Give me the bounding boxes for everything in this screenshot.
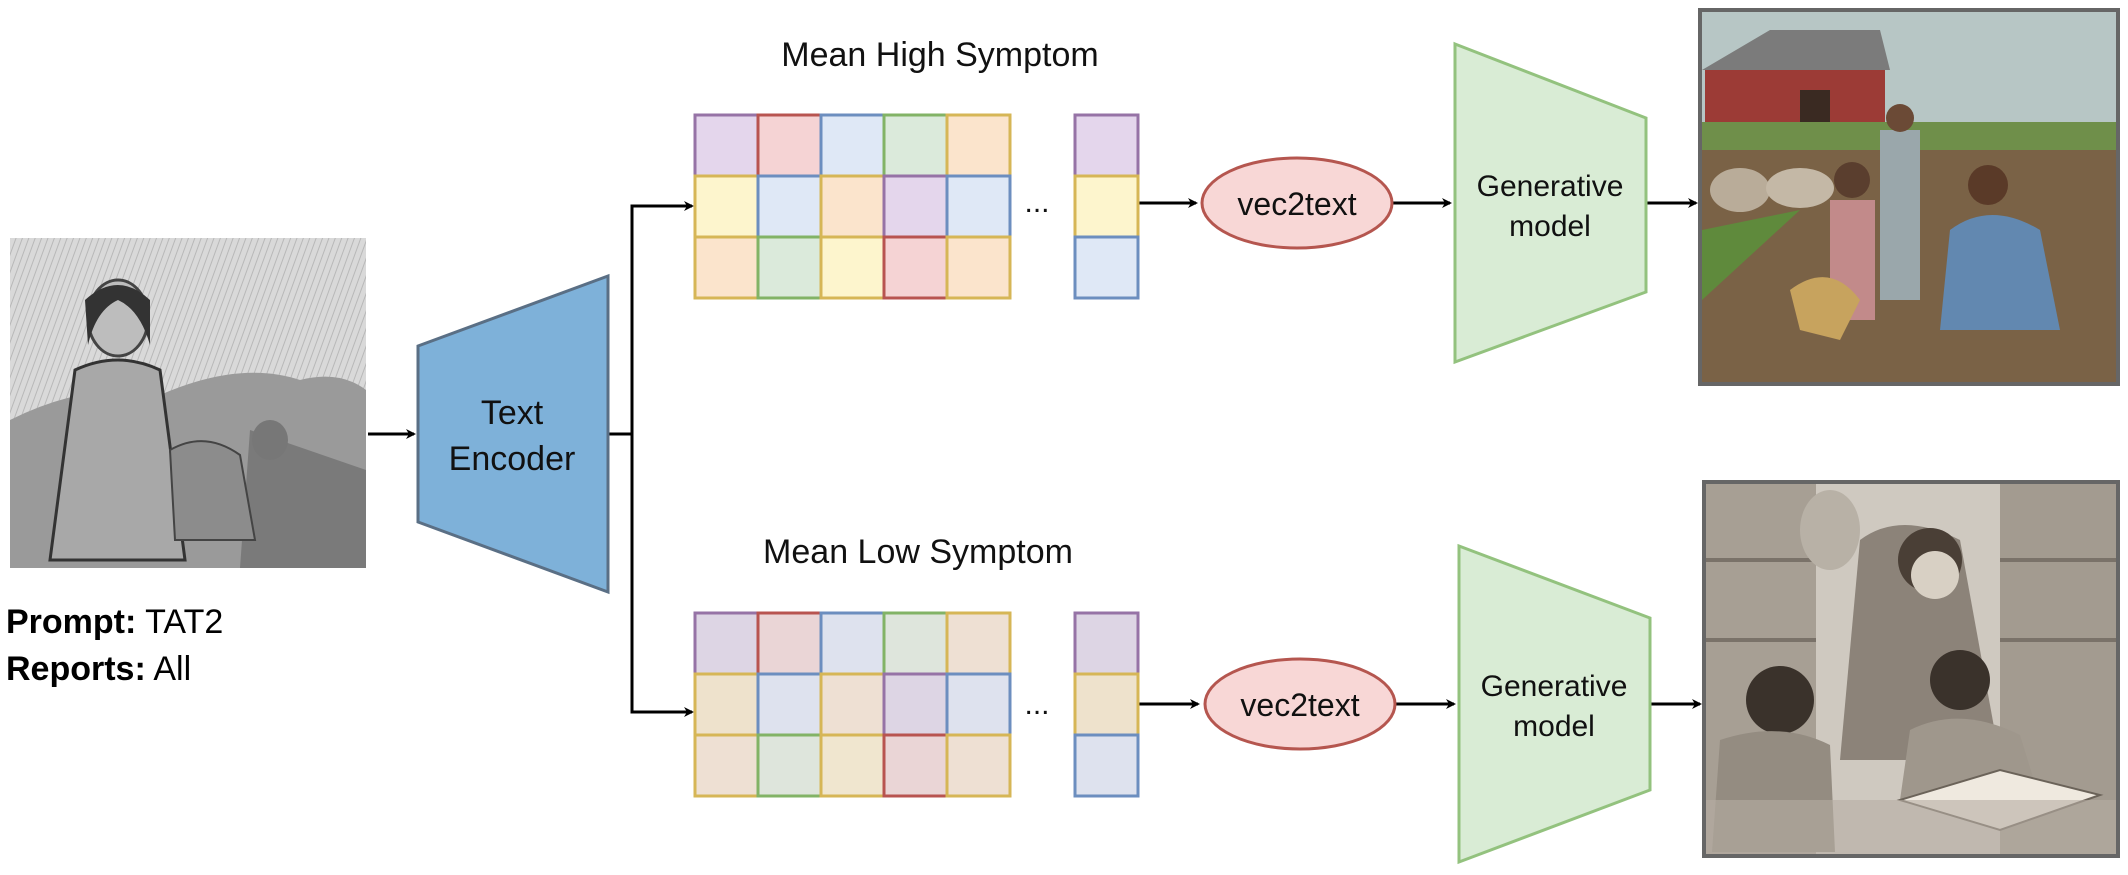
low-grid-cell [819, 733, 886, 798]
high-last-column-cell [1073, 113, 1140, 178]
low-grid-cell [693, 611, 760, 676]
low-grid-cell [756, 733, 823, 798]
high-grid-cell [882, 235, 949, 300]
high-grid-cell [756, 174, 823, 239]
high-grid-cell [756, 235, 823, 300]
high-grid-cell [693, 235, 760, 300]
low-symptom-embedding-grid [693, 611, 1140, 798]
arrows [368, 198, 1702, 717]
high-grid-cell [693, 113, 760, 178]
text-encoder-label-line1: Text [481, 394, 544, 432]
high-last-column-cell [1073, 235, 1140, 300]
low-grid-cell [693, 733, 760, 798]
low-last-column-cell [1073, 611, 1140, 676]
high-vec2text-node: vec2text [1200, 156, 1394, 250]
low-grid-cell [756, 672, 823, 737]
low-grid-cell [882, 611, 949, 676]
low-grid-cell [945, 611, 1012, 676]
high-grid-cell [945, 174, 1012, 239]
low-symptom-output-image [1702, 480, 2120, 858]
low-last-column-cell [1073, 733, 1140, 798]
arrow-encoder-split-low [630, 434, 694, 717]
input-tat-image [10, 238, 366, 568]
low-last-column-cell [1073, 672, 1140, 737]
high-grid-cell [819, 113, 886, 178]
high-grid-ellipsis: ... [1024, 186, 1049, 219]
low-grid-cell [693, 672, 760, 737]
high-last-column-cell [1073, 174, 1140, 239]
prompt-line: Prompt: TAT2 [6, 605, 223, 639]
reports-value: All [153, 650, 192, 688]
high-grid-cell [819, 174, 886, 239]
high-grid-cell [882, 113, 949, 178]
high-generative-model-line1: Generative [1477, 170, 1624, 203]
high-grid-cell [882, 174, 949, 239]
low-generative-model-line1: Generative [1481, 670, 1628, 703]
low-grid-cell [945, 733, 1012, 798]
low-vec2text-label: vec2text [1240, 687, 1359, 723]
low-generative-model: Generative model [1457, 543, 1652, 865]
high-grid-cell [945, 113, 1012, 178]
reports-label: Reports: [6, 650, 146, 688]
high-generative-model-line2: model [1509, 210, 1591, 243]
high-grid-cell [756, 113, 823, 178]
high-symptom-embedding-grid [693, 113, 1140, 300]
high-grid-cell [945, 235, 1012, 300]
prompt-label: Prompt: [6, 603, 137, 641]
low-grid-cell [819, 611, 886, 676]
high-symptom-output-image [1698, 8, 2120, 386]
prompt-value: TAT2 [145, 603, 224, 641]
high-vec2text-label: vec2text [1237, 186, 1356, 222]
low-grid-cell [945, 672, 1012, 737]
text-encoder: Text Encoder [416, 273, 610, 595]
high-grid-cell [819, 235, 886, 300]
low-grid-ellipsis: ... [1024, 688, 1049, 721]
low-grid-cell [819, 672, 886, 737]
high-symptom-title: Mean High Symptom [781, 36, 1098, 74]
arrow-encoder-split [608, 201, 694, 436]
low-generative-model-line2: model [1513, 710, 1595, 743]
text-encoder-shape [416, 273, 610, 595]
text-encoder-label-line2: Encoder [449, 440, 576, 478]
high-generative-model: Generative model [1453, 41, 1648, 365]
low-vec2text-node: vec2text [1203, 657, 1397, 751]
reports-line: Reports: All [6, 652, 191, 686]
high-grid-cell [693, 174, 760, 239]
low-grid-cell [756, 611, 823, 676]
low-grid-cell [882, 733, 949, 798]
low-grid-cell [882, 672, 949, 737]
low-symptom-title: Mean Low Symptom [763, 533, 1073, 571]
